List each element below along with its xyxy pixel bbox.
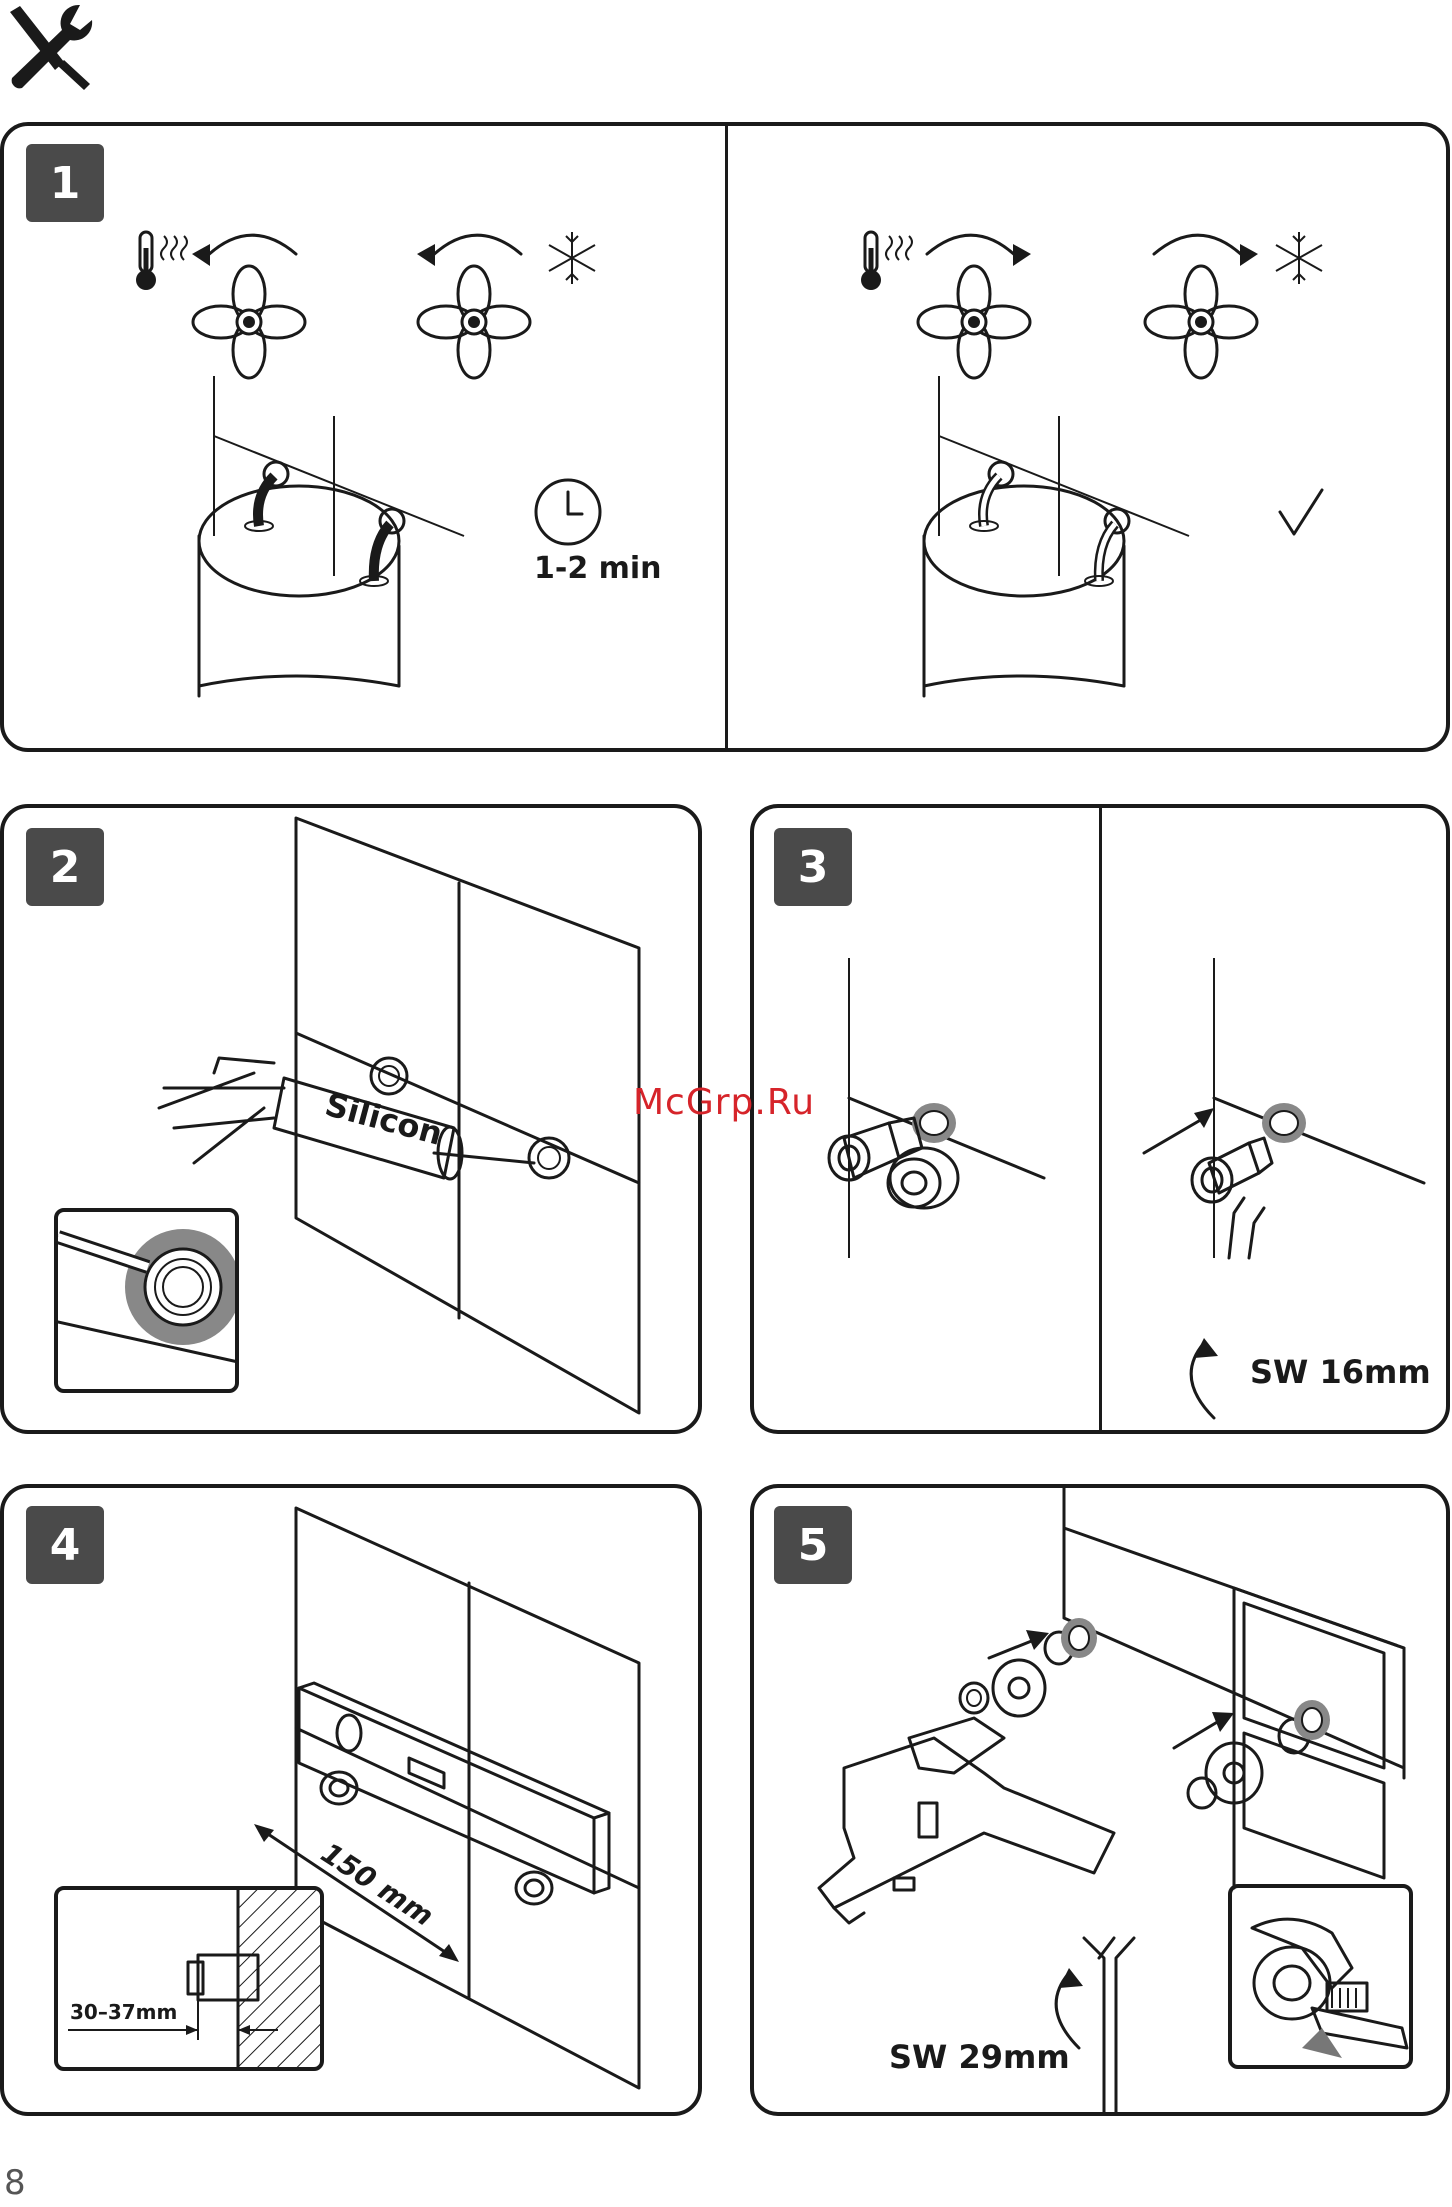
step-2-panel: 2 Silicon: [0, 804, 702, 1434]
depth-detail-inset: 30–37mm: [54, 1886, 324, 2071]
eccentric-fitting-illustration: [804, 958, 1054, 1258]
thermometer-hot-icon: [132, 226, 192, 296]
wrench-size-label: SW 29mm: [889, 2038, 1070, 2076]
time-label: 1-2 min: [534, 551, 662, 586]
step-number-badge: 1: [26, 144, 104, 222]
seal-detail-inset: [54, 1208, 239, 1393]
fan-rotation-right-icon: [909, 214, 1039, 374]
step-5-panel: 5 SW 29mm: [750, 1484, 1450, 2116]
step-3-panel: 3 SW 16mm: [750, 804, 1450, 1434]
adjustable-wrench-inset: [1228, 1884, 1413, 2069]
fan-rotation-left-cold-icon: [409, 214, 539, 374]
wrench-tighten-illustration: [1134, 958, 1434, 1258]
watermark: McGrp.Ru: [633, 1082, 815, 1123]
snowflake-icon-2: [1269, 228, 1329, 288]
snowflake-icon: [542, 228, 602, 288]
step-4-panel: 4 150 mm: [0, 1484, 702, 2116]
basin-hoses-flushed-illustration: [919, 376, 1199, 696]
panel-divider: [1099, 808, 1102, 1430]
panel-divider: [725, 126, 728, 748]
basin-hoses-illustration: [194, 376, 474, 696]
depth-label: 30–37mm: [70, 2000, 177, 2024]
tools-icon: [0, 0, 95, 95]
rotation-arrow-icon: [1174, 1338, 1244, 1428]
step-number-badge: 3: [774, 828, 852, 906]
fan-rotation-right-cold-icon: [1136, 214, 1266, 374]
step-number-badge: 2: [26, 828, 104, 906]
wall-tiles-level-illustration: [294, 1488, 644, 2108]
fan-rotation-left-icon: [184, 214, 314, 374]
page-number: 8: [4, 2163, 26, 2203]
step-1-panel: 1: [0, 122, 1450, 752]
wrench-size-label: SW 16mm: [1250, 1353, 1431, 1391]
step-number-badge: 4: [26, 1506, 104, 1584]
thermometer-hot-icon-2: [857, 226, 917, 296]
checkmark-icon: [1276, 486, 1326, 538]
clock-icon: [532, 476, 604, 548]
